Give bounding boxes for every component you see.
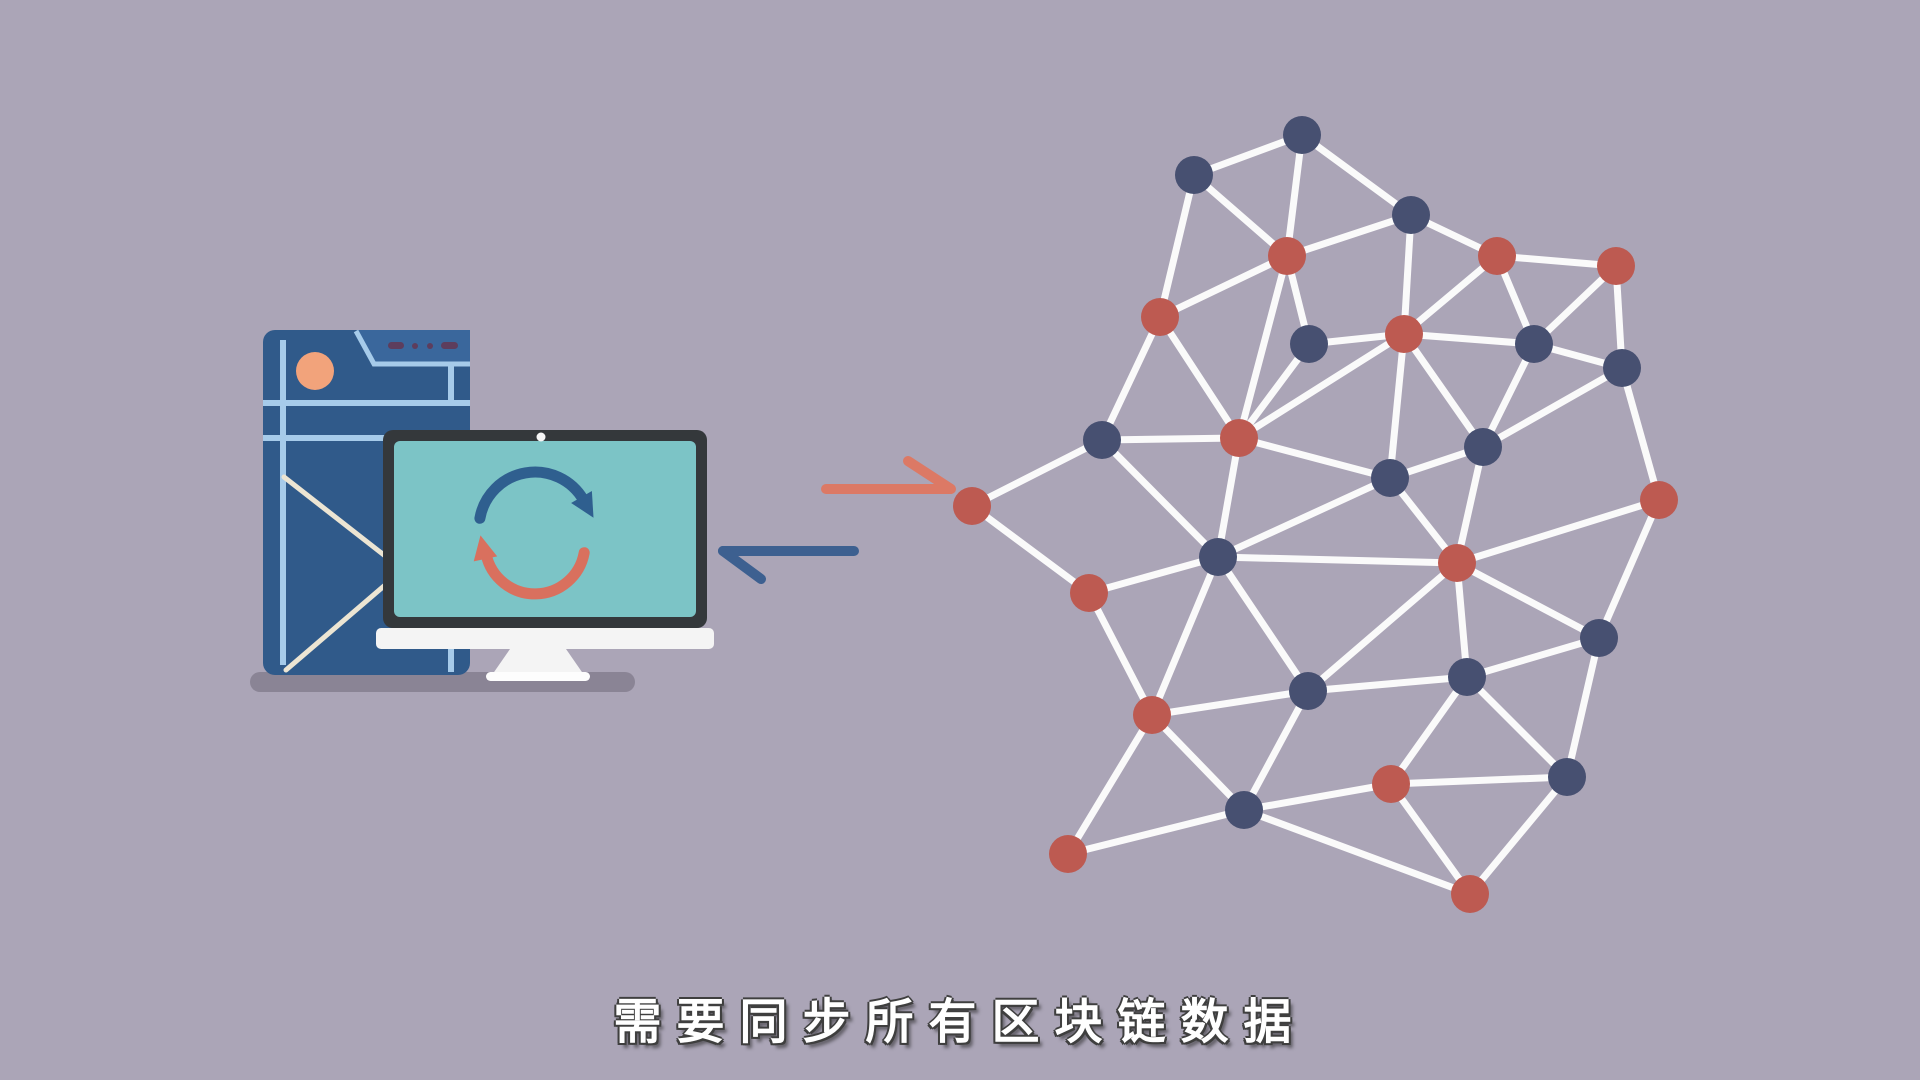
network-node-navy (1371, 459, 1409, 497)
network-node-navy (1290, 325, 1328, 363)
network-node-red (1478, 237, 1516, 275)
network-node-navy (1225, 791, 1263, 829)
network-node-navy (1175, 156, 1213, 194)
network-edge (968, 502, 1093, 597)
network-node-navy (1283, 116, 1321, 154)
network-node-navy (1464, 428, 1502, 466)
network-edge (1595, 496, 1663, 642)
network-edge (1214, 474, 1394, 561)
network-node-red (1597, 247, 1635, 285)
network-edge (1400, 252, 1501, 338)
network-node-navy (1580, 619, 1618, 657)
network-edge (1098, 313, 1164, 444)
network-edge (1618, 364, 1663, 504)
network-edge (1387, 780, 1474, 898)
network-edge (1453, 496, 1663, 567)
network-edge (1493, 252, 1620, 270)
network-edge (1098, 434, 1243, 444)
network-node-navy (1083, 421, 1121, 459)
network-edge (1400, 330, 1538, 348)
network-edge (1463, 634, 1603, 681)
network-edge (1479, 364, 1626, 451)
network-edge (1148, 553, 1222, 719)
network-edge (1479, 340, 1538, 451)
power-light (296, 352, 334, 390)
network-edge (1085, 553, 1222, 597)
network-node-red (1438, 544, 1476, 582)
network-node-navy (1603, 349, 1641, 387)
network-edge (1235, 252, 1291, 442)
arrow-left-icon (718, 546, 859, 584)
network-edge (1235, 340, 1313, 442)
monitor-icon (376, 430, 714, 681)
network-node-navy (1392, 196, 1430, 234)
network-edge (1064, 806, 1248, 858)
network-node-red (1372, 765, 1410, 803)
arrow-right-icon (821, 456, 956, 494)
network-graph (953, 116, 1678, 913)
network-edge (1400, 211, 1415, 338)
network-edge (1283, 131, 1306, 260)
network-node-red (1049, 835, 1087, 873)
network-node-red (1133, 696, 1171, 734)
sync-icon (473, 466, 594, 600)
network-node-red (953, 487, 991, 525)
network-node-red (1070, 574, 1108, 612)
network-node-red (1220, 419, 1258, 457)
network-edge (1240, 780, 1395, 814)
network-edge (1563, 634, 1603, 781)
network-edge (1386, 330, 1408, 482)
network-edge (1190, 131, 1306, 179)
network-edge (1064, 711, 1156, 858)
network-edge (1190, 171, 1291, 260)
network-node-navy (1448, 658, 1486, 696)
tower-ports (388, 342, 458, 349)
network-edge (1304, 559, 1461, 695)
network-edge (1453, 559, 1471, 681)
network-edge (1235, 330, 1408, 442)
network-node-navy (1199, 538, 1237, 576)
network-node-red (1385, 315, 1423, 353)
monitor-stand (492, 649, 584, 675)
network-edge (1214, 553, 1461, 567)
network-edge (1466, 773, 1571, 898)
network-edge (1283, 211, 1415, 260)
network-edge (1453, 443, 1487, 567)
network-edge (1156, 313, 1243, 442)
network-node-red (1141, 298, 1179, 336)
network-edge (1304, 673, 1471, 695)
network-edge (1156, 252, 1291, 321)
network-edge (1214, 553, 1312, 695)
network-edge (1148, 687, 1312, 719)
network-edge (1156, 171, 1198, 321)
subtitle: 需要同步所有区块链数据 (613, 996, 1307, 1049)
network-edge (1240, 687, 1312, 814)
network-edge (1235, 434, 1394, 482)
network-edge (1387, 773, 1571, 788)
network-edge (1098, 436, 1222, 561)
network-edge (1214, 434, 1243, 561)
network-edge (1298, 131, 1415, 219)
network-edge (968, 436, 1106, 510)
network-node-navy (1515, 325, 1553, 363)
network-edge (1085, 589, 1156, 719)
network-node-navy (1548, 758, 1586, 796)
network-edge (1387, 673, 1471, 788)
network-node-red (1268, 237, 1306, 275)
network-node-red (1451, 875, 1489, 913)
camera-dot (536, 432, 546, 442)
network-edge (1463, 673, 1571, 781)
network-node-red (1640, 481, 1678, 519)
network-edge (1400, 330, 1487, 451)
network-edge (1148, 711, 1248, 814)
network-edge (1453, 559, 1603, 642)
network-edge (1240, 806, 1474, 898)
network-node-navy (1289, 672, 1327, 710)
